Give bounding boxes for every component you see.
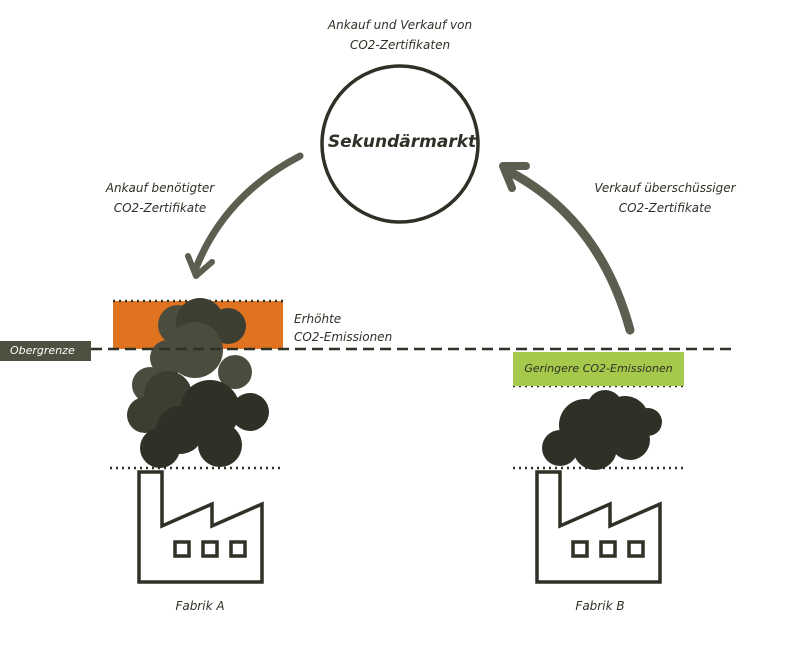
arrow-market-to-factory-a <box>192 152 304 272</box>
factory-a-name: Fabrik A <box>175 599 225 613</box>
arrow-left-label: Ankauf benötigter CO2-Zertifikate <box>85 178 235 218</box>
factory-b-smoke <box>542 390 662 470</box>
cap-label: Obergrenze <box>0 341 91 361</box>
market-caption-line1: Ankauf und Verkauf von <box>327 18 473 32</box>
arrow-left-label-line1: Ankauf benötigter <box>105 181 215 195</box>
factory-b-name: Fabrik B <box>575 599 625 613</box>
arrow-factory-b-to-market <box>505 167 635 335</box>
excess-emissions-label: Erhöhte CO2-Emissionen <box>294 310 424 346</box>
excess-emissions-label-line1: Erhöhte <box>294 312 342 326</box>
arrow-right-label-line1: Verkauf überschüssiger <box>594 181 736 195</box>
savings-label: Geringere CO2-Emissionen <box>513 352 684 386</box>
arrow-head-market <box>499 162 530 192</box>
arrow-left-label-line2: CO2-Zertifikate <box>113 201 207 215</box>
factory-a-icon <box>137 470 264 584</box>
excess-emissions-label-line2: CO2-Emissionen <box>294 330 393 344</box>
market-caption: Ankauf und Verkauf von CO2-Zertifikaten <box>300 15 500 55</box>
arrow-head-factory-a <box>185 253 215 279</box>
market-caption-line2: CO2-Zertifikaten <box>349 38 451 52</box>
arrow-right-label-line2: CO2-Zertifikate <box>618 201 712 215</box>
factory-a-smoke <box>127 298 269 468</box>
market-circle <box>320 64 480 224</box>
arrow-right-label: Verkauf überschüssiger CO2-Zertifikate <box>580 178 750 218</box>
market-title: Sekundärmarkt <box>327 132 477 152</box>
factory-b-icon <box>535 470 662 584</box>
